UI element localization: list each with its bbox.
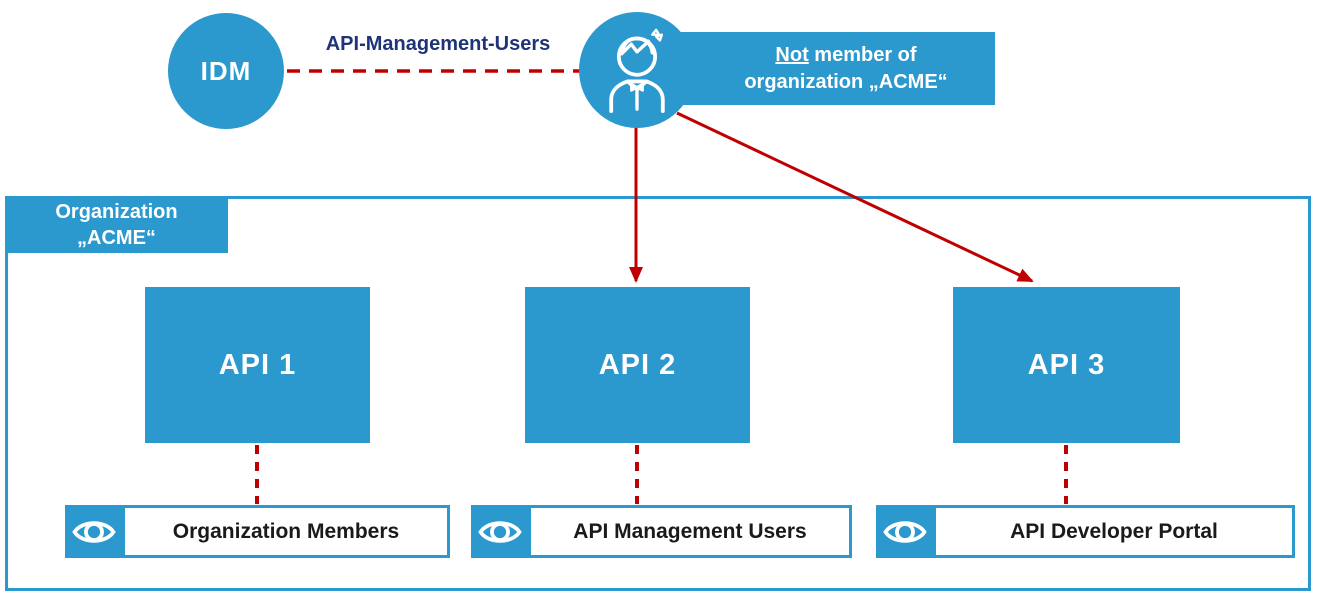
person-icon — [609, 28, 665, 113]
permission-organization-members: Organization Members — [65, 505, 450, 558]
user-node — [579, 12, 695, 128]
user-note-line1-rest: member of — [808, 43, 917, 66]
idm-node: IDM — [168, 13, 284, 129]
permission-api-developer-portal: API Developer Portal — [876, 505, 1295, 558]
permission-label: API Management Users — [528, 505, 852, 558]
user-note-line2: organization „ACME“ — [744, 70, 948, 93]
organization-title-line1: Organization — [55, 200, 178, 223]
organization-container — [5, 196, 1311, 591]
eye-icon — [65, 505, 122, 558]
permission-label: API Developer Portal — [933, 505, 1295, 558]
idm-user-link-label: API-Management-Users — [325, 33, 551, 55]
organization-title-tab: Organization „ACME“ — [5, 196, 228, 253]
eye-icon — [471, 505, 528, 558]
api-2-label: API 2 — [598, 348, 677, 381]
api-2-node: API 2 — [525, 287, 750, 443]
user-note-not: Not — [775, 43, 809, 66]
api-1-label: API 1 — [218, 348, 297, 381]
permission-api-management-users: API Management Users — [471, 505, 852, 558]
user-note-line1: Not member of — [775, 42, 916, 69]
api-3-label: API 3 — [1027, 348, 1106, 381]
api-3-node: API 3 — [953, 287, 1180, 443]
eye-icon — [876, 505, 933, 558]
idm-node-label: IDM — [200, 55, 252, 86]
permission-label: Organization Members — [122, 505, 450, 558]
organization-title-line2: „ACME“ — [77, 226, 156, 249]
user-membership-note: Not member of organization „ACME“ — [655, 32, 995, 105]
api-1-node: API 1 — [145, 287, 370, 443]
